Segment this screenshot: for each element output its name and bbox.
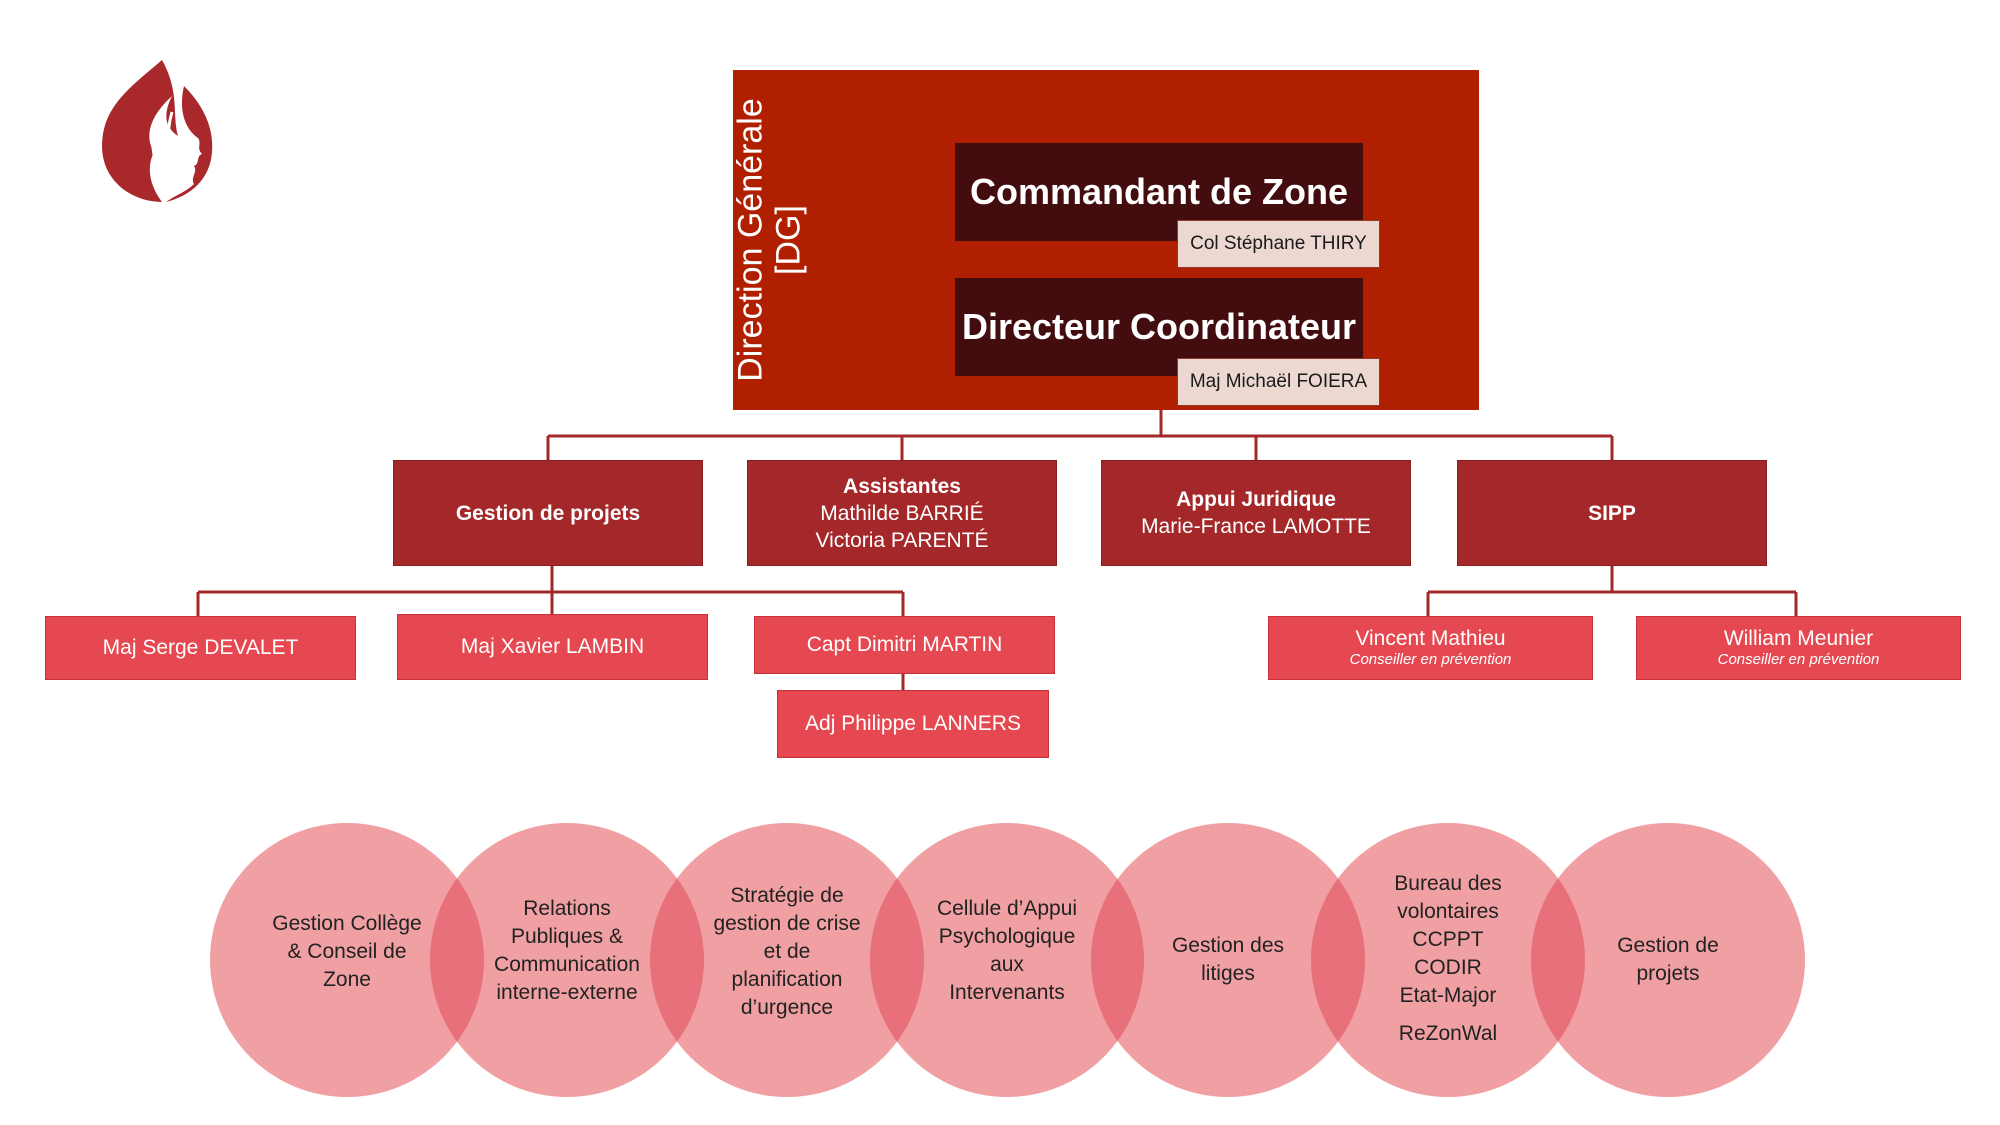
mission-line: et de — [763, 940, 811, 963]
mission-line: Gestion de — [1617, 934, 1719, 957]
staff-name: Maj Xavier LAMBIN — [460, 635, 645, 658]
mission-line: Communication — [494, 953, 640, 976]
staff-name: Adj Philippe LANNERS — [805, 712, 1021, 735]
mission-line: Zone — [323, 968, 371, 991]
mission-label: Bureau des volontaires CCPPT CODIR Etat-… — [1348, 870, 1548, 1048]
staff-name: Maj Serge DEVALET — [102, 636, 299, 659]
mission-line: litiges — [1201, 962, 1255, 985]
dept-title: Assistantes — [843, 474, 961, 498]
mission-line: Publiques & — [510, 925, 624, 948]
mission-line: interne-externe — [496, 981, 638, 1004]
mission-label: Stratégie de gestion de crise et de plan… — [687, 882, 887, 1022]
mission-line: Psychologique — [938, 925, 1076, 948]
dept-assistantes: Assistantes Mathilde BARRIÉ Victoria PAR… — [747, 460, 1057, 566]
staff-box: Capt Dimitri MARTIN — [754, 616, 1055, 674]
commandant-name-box: Col Stéphane THIRY — [1177, 220, 1380, 268]
dept-member: Marie-France LAMOTTE — [1141, 515, 1371, 538]
mission-line: Bureau des — [1394, 872, 1502, 895]
staff-box: Maj Serge DEVALET — [45, 616, 356, 680]
dept-appui-juridique: Appui Juridique Marie-France LAMOTTE — [1101, 460, 1411, 566]
dept-member: Victoria PARENTÉ — [815, 528, 989, 552]
dept-title: Gestion de projets — [455, 501, 641, 525]
mission-line: gestion de crise — [713, 912, 861, 935]
dept-title: Appui Juridique — [1176, 488, 1336, 511]
mission-line: Etat-Major — [1399, 984, 1497, 1007]
mission-line: Intervenants — [949, 981, 1065, 1004]
mission-circle — [210, 823, 484, 1097]
mission-line: & Conseil de — [287, 940, 407, 963]
staff-role: Conseiller en prévention — [1349, 651, 1512, 668]
staff-box: Maj Xavier LAMBIN — [397, 614, 708, 680]
staff-role: Conseiller en prévention — [1717, 651, 1880, 668]
mission-line: planification — [731, 968, 843, 991]
dept-gestion-projets: Gestion de projets — [393, 460, 703, 566]
mission-line: ReZonWal — [1398, 1022, 1498, 1045]
mission-line: CCPPT — [1412, 928, 1484, 951]
sipp-staff-box: William Meunier Conseiller en prévention — [1636, 616, 1961, 680]
mission-line: aux — [990, 953, 1024, 976]
mission-line: projets — [1636, 962, 1700, 985]
mission-circle — [650, 823, 924, 1097]
mission-line: Gestion des — [1171, 934, 1285, 957]
mission-circle — [870, 823, 1144, 1097]
mission-circle — [430, 823, 704, 1097]
staff-name: Capt Dimitri MARTIN — [806, 633, 1003, 656]
mission-line: Relations — [523, 897, 611, 920]
mission-line: Gestion Collège — [272, 912, 422, 935]
mission-line: Cellule d’Appui — [936, 897, 1078, 920]
mission-label: Relations Publiques & Communication inte… — [467, 895, 667, 1007]
staff-name: Vincent Mathieu — [1355, 627, 1506, 650]
mission-circle — [1311, 823, 1585, 1097]
mission-line: volontaires — [1397, 900, 1499, 923]
flame-face-logo-icon — [92, 56, 222, 206]
staff-name: William Meunier — [1723, 627, 1874, 650]
mission-circle — [1091, 823, 1365, 1097]
mission-line: d’urgence — [740, 996, 834, 1019]
mission-label: Cellule d’Appui Psychologique aux Interv… — [907, 895, 1107, 1007]
commandant-title: Commandant de Zone — [969, 171, 1349, 212]
mission-line: CODIR — [1414, 956, 1482, 979]
mission-label: Gestion Collège & Conseil de Zone — [247, 910, 447, 994]
commandant-name: Col Stéphane THIRY — [1190, 233, 1367, 254]
dept-title: SIPP — [1588, 501, 1636, 525]
mission-circle — [1531, 823, 1805, 1097]
dept-member: Mathilde BARRIÉ — [820, 501, 984, 525]
mission-label: Gestion des litiges — [1128, 932, 1328, 988]
directeur-name: Maj Michaël FOIERA — [1189, 371, 1368, 392]
directeur-title: Directeur Coordinateur — [961, 306, 1357, 347]
directeur-name-box: Maj Michaël FOIERA — [1177, 358, 1380, 406]
mission-line: Stratégie de — [730, 884, 844, 907]
dept-sipp: SIPP — [1457, 460, 1767, 566]
directeur-box: Directeur Coordinateur — [955, 278, 1363, 376]
staff-box: Adj Philippe LANNERS — [777, 690, 1049, 758]
sipp-staff-box: Vincent Mathieu Conseiller en prévention — [1268, 616, 1593, 680]
mission-label: Gestion de projets — [1568, 932, 1768, 988]
